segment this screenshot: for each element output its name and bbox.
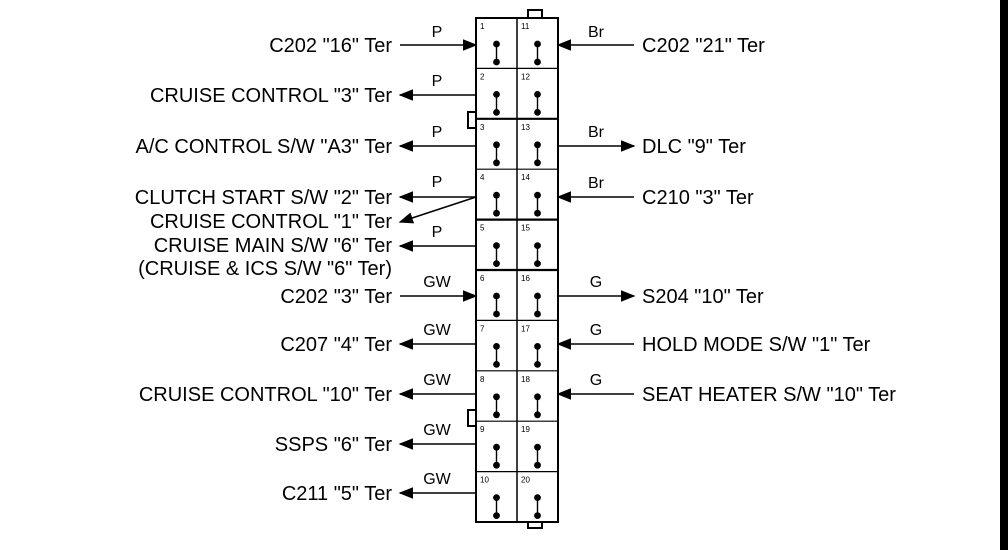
pin-number: 13 (521, 123, 530, 132)
pin-number: 6 (480, 274, 485, 283)
right-wire-label: SEAT HEATER S/W "10" Ter (642, 384, 896, 406)
pin-number: 17 (521, 324, 530, 333)
pin-number: 9 (480, 425, 485, 434)
pin-number: 10 (480, 476, 489, 485)
wire-color-code: P (432, 73, 443, 90)
pin-number: 3 (480, 123, 485, 132)
wire-color-code: P (432, 224, 443, 241)
pin-number: 1 (480, 22, 485, 31)
left-wire-label: CRUISE CONTROL "1" Ter (150, 211, 392, 233)
pin-contact-dot (493, 159, 500, 167)
pin-number: 12 (521, 72, 530, 81)
pin-number: 4 (480, 173, 485, 182)
pin-number: 8 (480, 375, 485, 384)
wire-color-code: GW (423, 422, 451, 439)
pin-number: 14 (521, 173, 530, 182)
left-wire-label: SSPS "6" Ter (275, 434, 393, 456)
right-wire-label: S204 "10" Ter (642, 286, 764, 308)
wire-color-code: G (590, 274, 602, 291)
pin-number: 5 (480, 224, 485, 233)
pin-contact-dot (493, 209, 500, 217)
wire-color-code: Br (588, 175, 605, 192)
left-wire-label: C211 "5" Ter (282, 483, 393, 505)
left-wire-label: A/C CONTROL S/W "A3" Ter (136, 136, 393, 158)
left-wires: P C202 "16" Ter P CRUISE CONTROL "3" Ter… (135, 24, 478, 505)
wire-color-code: GW (423, 322, 451, 339)
pin-number: 11 (521, 22, 530, 31)
right-wire-label: C202 "21" Ter (642, 35, 765, 57)
wire-color-code: P (432, 24, 443, 41)
left-wire-label: CRUISE MAIN S/W "6" Ter (154, 235, 393, 257)
wire-color-code: P (432, 124, 443, 141)
wire-color-code: GW (423, 471, 451, 488)
wire-color-code: GW (423, 372, 451, 389)
right-wires: Br C202 "21" Ter Br DLC "9" Ter Br C210 … (556, 24, 896, 406)
pin-number: 19 (521, 425, 530, 434)
wire-color-code: Br (588, 124, 605, 141)
right-wire-label: C210 "3" Ter (642, 187, 754, 209)
wire-color-code: P (432, 174, 443, 191)
right-wire-label: HOLD MODE S/W "1" Ter (642, 334, 871, 356)
left-wire-label: C202 "3" Ter (280, 286, 392, 308)
pin-number: 16 (521, 274, 530, 283)
left-wire-label: C202 "16" Ter (269, 35, 392, 57)
wire-color-code: G (590, 322, 602, 339)
pin-contact-dot (534, 209, 541, 217)
page-edge-bar (1000, 0, 1008, 550)
pin-number: 18 (521, 375, 530, 384)
wire-color-code: G (590, 372, 602, 389)
left-wire-label: C207 "4" Ter (280, 334, 392, 356)
wire-color-code: GW (423, 274, 451, 291)
pin-contact-dot (534, 159, 541, 167)
left-wire-label: CLUTCH START S/W "2" Ter (135, 187, 393, 209)
pin-number: 15 (521, 224, 530, 233)
right-wire-label: DLC "9" Ter (642, 136, 746, 158)
left-wire-label: (CRUISE & ICS S/W "6" Ter) (138, 258, 392, 280)
pin-number: 20 (521, 476, 530, 485)
left-wire-label: CRUISE CONTROL "3" Ter (150, 85, 392, 107)
left-wire-label: CRUISE CONTROL "10" Ter (139, 384, 392, 406)
pin-number: 7 (480, 324, 485, 333)
pin-number: 2 (480, 72, 485, 81)
wire-color-code: Br (588, 24, 605, 41)
